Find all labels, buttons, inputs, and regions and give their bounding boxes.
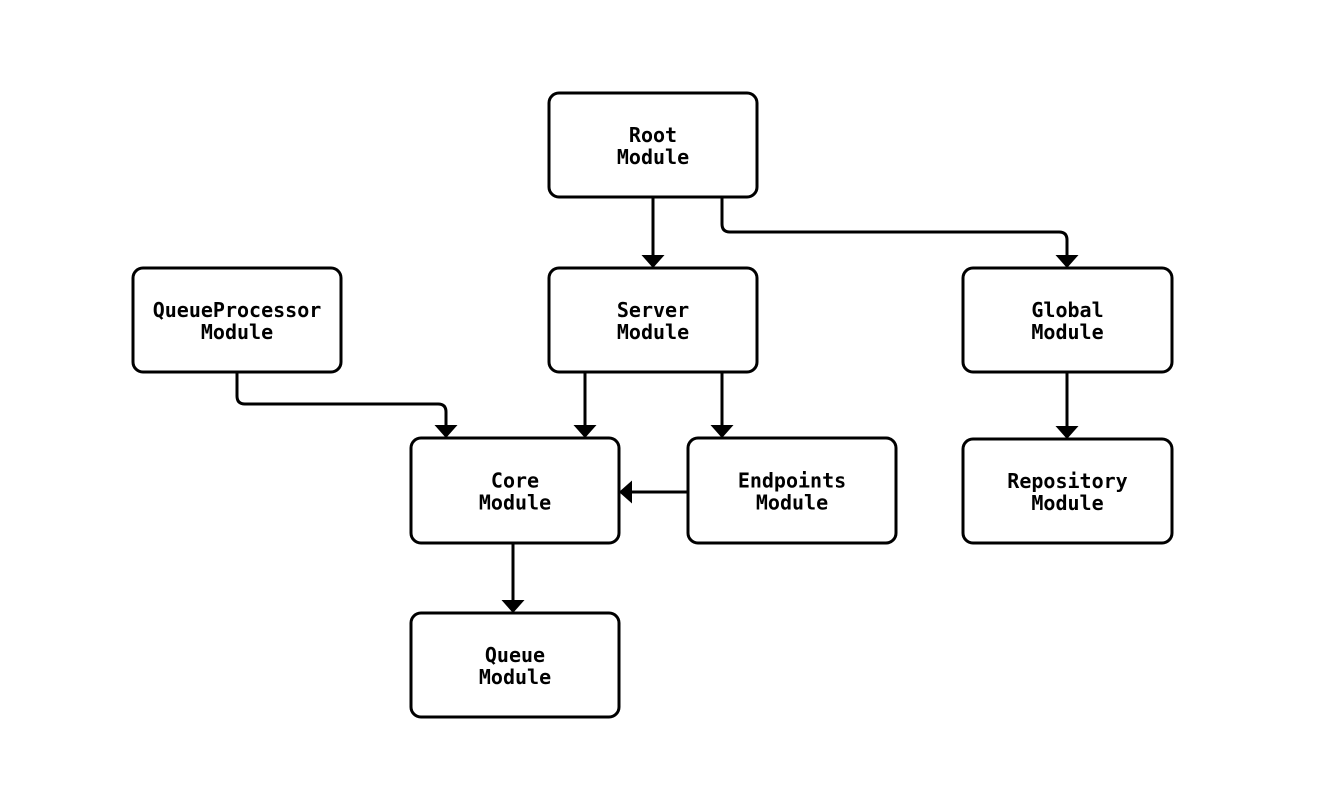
edge-line bbox=[235, 372, 448, 425]
arrowhead-icon bbox=[710, 425, 734, 438]
node-label-line: Module bbox=[617, 320, 689, 344]
node-box bbox=[961, 437, 1174, 545]
arrowhead-icon bbox=[641, 255, 665, 268]
node-box bbox=[547, 266, 759, 374]
edge-root-to-global bbox=[720, 197, 1079, 268]
arrowhead-icon bbox=[501, 600, 525, 613]
node-label-line: QueueProcessor bbox=[153, 298, 322, 322]
node-label-line: Module bbox=[201, 320, 273, 344]
arrowhead-icon bbox=[1055, 426, 1079, 439]
node-label-line: Module bbox=[1031, 320, 1103, 344]
node-label-line: Server bbox=[617, 298, 689, 322]
edges-layer bbox=[235, 197, 1079, 613]
node-label-line: Module bbox=[479, 491, 551, 515]
node-box bbox=[961, 266, 1174, 374]
arrowhead-icon bbox=[619, 480, 632, 504]
edge-line bbox=[720, 197, 1069, 255]
node-box bbox=[409, 436, 621, 545]
edge-server-to-endpoints bbox=[710, 372, 734, 438]
edge-core-to-queue bbox=[501, 543, 525, 613]
edge-global-to-repository bbox=[1055, 372, 1079, 439]
edge-root-to-server bbox=[641, 197, 665, 268]
node-label-line: Core bbox=[491, 469, 539, 493]
node-box bbox=[547, 91, 759, 199]
node-box bbox=[409, 611, 621, 719]
node-label-line: Queue bbox=[485, 643, 545, 667]
node-label-line: Module bbox=[1031, 491, 1103, 515]
node-label-line: Endpoints bbox=[738, 469, 846, 493]
node-box bbox=[686, 436, 898, 545]
node-label-line: Module bbox=[479, 665, 551, 689]
edge-queueprocessor-to-core bbox=[235, 372, 458, 438]
node-label-line: Module bbox=[756, 491, 828, 515]
node-box bbox=[131, 266, 343, 374]
node-label-line: Module bbox=[617, 145, 689, 169]
node-label-line: Root bbox=[629, 123, 677, 147]
arrowhead-icon bbox=[1055, 255, 1079, 268]
arrowhead-icon bbox=[434, 425, 458, 438]
node-label-line: Repository bbox=[1007, 469, 1127, 493]
arrowhead-icon bbox=[573, 425, 597, 438]
node-label-line: Global bbox=[1031, 298, 1103, 322]
nodes-layer: RootModuleQueueProcessorModuleServerModu… bbox=[131, 91, 1174, 719]
edge-server-to-core bbox=[573, 372, 597, 438]
edge-endpoints-to-core bbox=[619, 480, 688, 504]
